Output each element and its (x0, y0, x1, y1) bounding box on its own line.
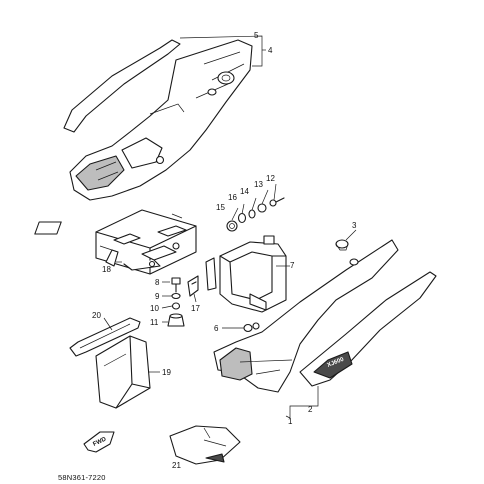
bracket-part (205, 235, 287, 313)
fastener-set (226, 197, 285, 232)
label-6: 6 (214, 324, 219, 333)
label-13: 13 (254, 180, 263, 189)
band-part (69, 317, 141, 357)
battery-box-part (34, 209, 197, 275)
label-21: 21 (172, 461, 181, 470)
label-12: 12 (266, 174, 275, 183)
front-arrow-icon: FWD (83, 431, 115, 453)
label-1: 1 (288, 417, 293, 426)
label-17: 17 (191, 304, 200, 313)
label-19: 19 (162, 368, 171, 377)
label-14: 14 (240, 187, 249, 196)
clip-part (187, 275, 199, 297)
label-9: 9 (155, 292, 160, 301)
leader-lines (103, 35, 357, 439)
label-11: 11 (150, 318, 159, 327)
label-10: 10 (150, 304, 159, 313)
label-20: 20 (92, 311, 101, 320)
label-2: 2 (308, 405, 313, 414)
label-16: 16 (228, 193, 237, 202)
label-15: 15 (216, 203, 225, 212)
label-18: 18 (102, 265, 111, 274)
label-5: 5 (254, 31, 259, 40)
upper-cowl-part (63, 39, 253, 201)
part-labels: 5 4 15 16 14 13 12 3 7 18 8 9 17 10 11 6… (92, 31, 357, 470)
side-cover-part: XJ600 (213, 239, 437, 393)
catalog-code: 58N361-7220 (58, 473, 106, 482)
cdi-unit-part (95, 335, 151, 409)
label-8: 8 (155, 278, 160, 287)
label-3: 3 (352, 221, 357, 230)
bolt-stack (167, 277, 185, 327)
front-badge: FWD (92, 436, 108, 447)
pad-part (169, 425, 241, 465)
grommet-parts (243, 239, 349, 333)
label-4: 4 (268, 46, 273, 55)
label-7: 7 (290, 261, 295, 270)
